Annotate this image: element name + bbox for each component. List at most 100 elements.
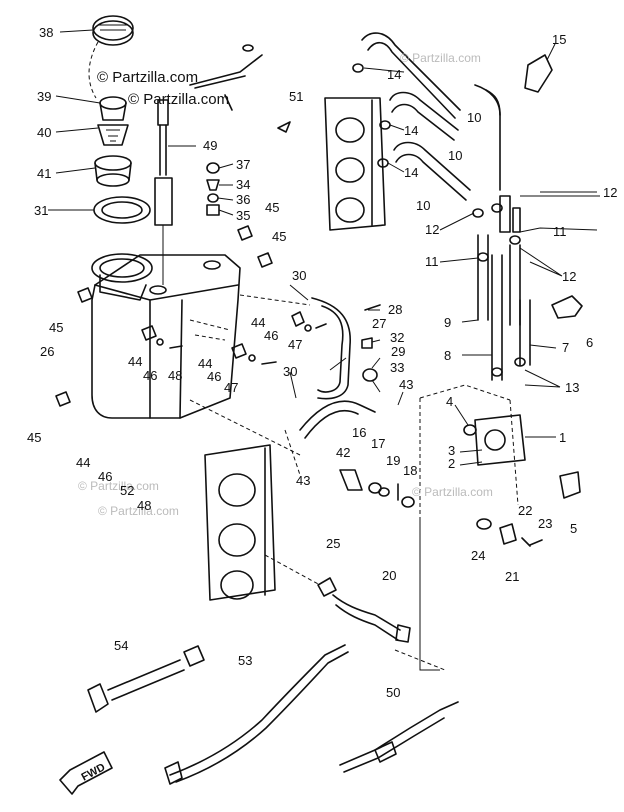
seal-ring-part-31	[93, 196, 151, 224]
fuel-line-20-25	[317, 577, 411, 643]
wiring-harness-part-54	[87, 645, 205, 713]
callout-41: 41	[37, 166, 51, 181]
fuel-connector-parts-16-19	[339, 469, 415, 508]
fuel-pump-part-1	[419, 384, 526, 520]
callout-6: 6	[586, 335, 593, 350]
callout-49: 49	[203, 138, 217, 153]
callout-30: 30	[283, 364, 297, 379]
fuel-line-42-43	[284, 400, 440, 671]
callout-11: 11	[425, 254, 439, 269]
callout-45: 45	[27, 430, 41, 445]
callout-12: 12	[425, 222, 439, 237]
clamp-part-41	[94, 155, 132, 187]
callout-4: 4	[446, 394, 453, 409]
callout-52: 52	[120, 483, 134, 498]
callout-12: 12	[603, 185, 617, 200]
bolt-part-5	[559, 471, 581, 499]
watermark-faint: © Partzilla.com	[412, 485, 493, 499]
callout-5: 5	[570, 521, 577, 536]
callout-51: 51	[289, 89, 303, 104]
callout-14: 14	[387, 67, 401, 82]
callout-10: 10	[448, 148, 462, 163]
callout-46: 46	[143, 368, 157, 383]
callout-38: 38	[39, 25, 53, 40]
callout-23: 23	[538, 516, 552, 531]
watermark-faint: © Partzilla.com	[400, 51, 481, 65]
hose-part-27-30	[311, 297, 381, 400]
callout-45: 45	[265, 200, 279, 215]
callout-3: 3	[448, 443, 455, 458]
primer-part-15	[524, 43, 556, 93]
bolt-part-45	[55, 225, 273, 407]
callout-24: 24	[471, 548, 485, 563]
callout-53: 53	[238, 653, 252, 668]
callout-21: 21	[505, 569, 519, 584]
callout-14: 14	[404, 123, 418, 138]
wiring-harness-part-50	[339, 701, 459, 773]
callout-12: 12	[562, 269, 576, 284]
callout-46: 46	[207, 369, 221, 384]
callout-44: 44	[198, 356, 212, 371]
fuel-hoses-part-10-14	[361, 32, 501, 201]
callout-44: 44	[128, 354, 142, 369]
watermark-main-2: © Partzilla.com	[128, 91, 229, 108]
callout-14: 14	[404, 165, 418, 180]
callout-50: 50	[386, 685, 400, 700]
callout-28: 28	[388, 302, 402, 317]
dashed-leaders	[189, 294, 446, 671]
callout-43: 43	[399, 377, 413, 392]
strainer-part-40	[97, 124, 129, 146]
filler-neck-part-39	[99, 96, 127, 121]
callout-39: 39	[37, 89, 51, 104]
fuel-tank-part-26	[91, 253, 241, 419]
watermark-faint: © Partzilla.com	[78, 479, 159, 493]
callout-1: 1	[559, 430, 566, 445]
fuel-line-assembly	[472, 195, 531, 381]
callout-35: 35	[236, 208, 250, 223]
callout-15: 15	[552, 32, 566, 47]
callout-19: 19	[386, 453, 400, 468]
callout-32: 32	[390, 330, 404, 345]
callout-29: 29	[391, 344, 405, 359]
callout-46: 46	[98, 469, 112, 484]
small-parts-21-24	[476, 518, 543, 547]
callout-25: 25	[326, 536, 340, 551]
callout-16: 16	[352, 425, 366, 440]
callout-48: 48	[137, 498, 151, 513]
callout-leaders	[48, 29, 600, 466]
watermark-main: © Partzilla.com	[97, 69, 198, 86]
callout-9: 9	[444, 315, 451, 330]
callout-40: 40	[37, 125, 51, 140]
callout-31: 31	[34, 203, 48, 218]
callout-36: 36	[236, 192, 250, 207]
grommet-stack-parts-34-37	[206, 162, 220, 216]
clip-part-51	[277, 121, 291, 133]
callout-34: 34	[236, 177, 250, 192]
callout-33: 33	[390, 360, 404, 375]
callout-46: 46	[264, 328, 278, 343]
callout-11: 11	[553, 224, 567, 239]
watermark-faint: © Partzilla.com	[98, 504, 179, 518]
callout-27: 27	[372, 316, 386, 331]
callout-47: 47	[224, 380, 238, 395]
bolt-set-44-46-48	[141, 311, 327, 365]
callout-54: 54	[114, 638, 128, 653]
callout-26: 26	[40, 344, 54, 359]
callout-18: 18	[403, 463, 417, 478]
callout-20: 20	[382, 568, 396, 583]
fwd-label: FWD	[80, 761, 108, 783]
callout-45: 45	[49, 320, 63, 335]
filler-cap-part-38	[92, 15, 134, 46]
intake-manifold-part	[324, 97, 386, 231]
callout-8: 8	[444, 348, 451, 363]
callout-48: 48	[168, 368, 182, 383]
carburetor-body-part	[204, 444, 276, 601]
callout-10: 10	[467, 110, 481, 125]
callout-47: 47	[288, 337, 302, 352]
forward-direction-arrow: FWD	[59, 751, 113, 795]
chain-part	[88, 41, 99, 99]
bracket-part-6	[551, 295, 583, 319]
callout-2: 2	[448, 456, 455, 471]
callout-42: 42	[336, 445, 350, 460]
